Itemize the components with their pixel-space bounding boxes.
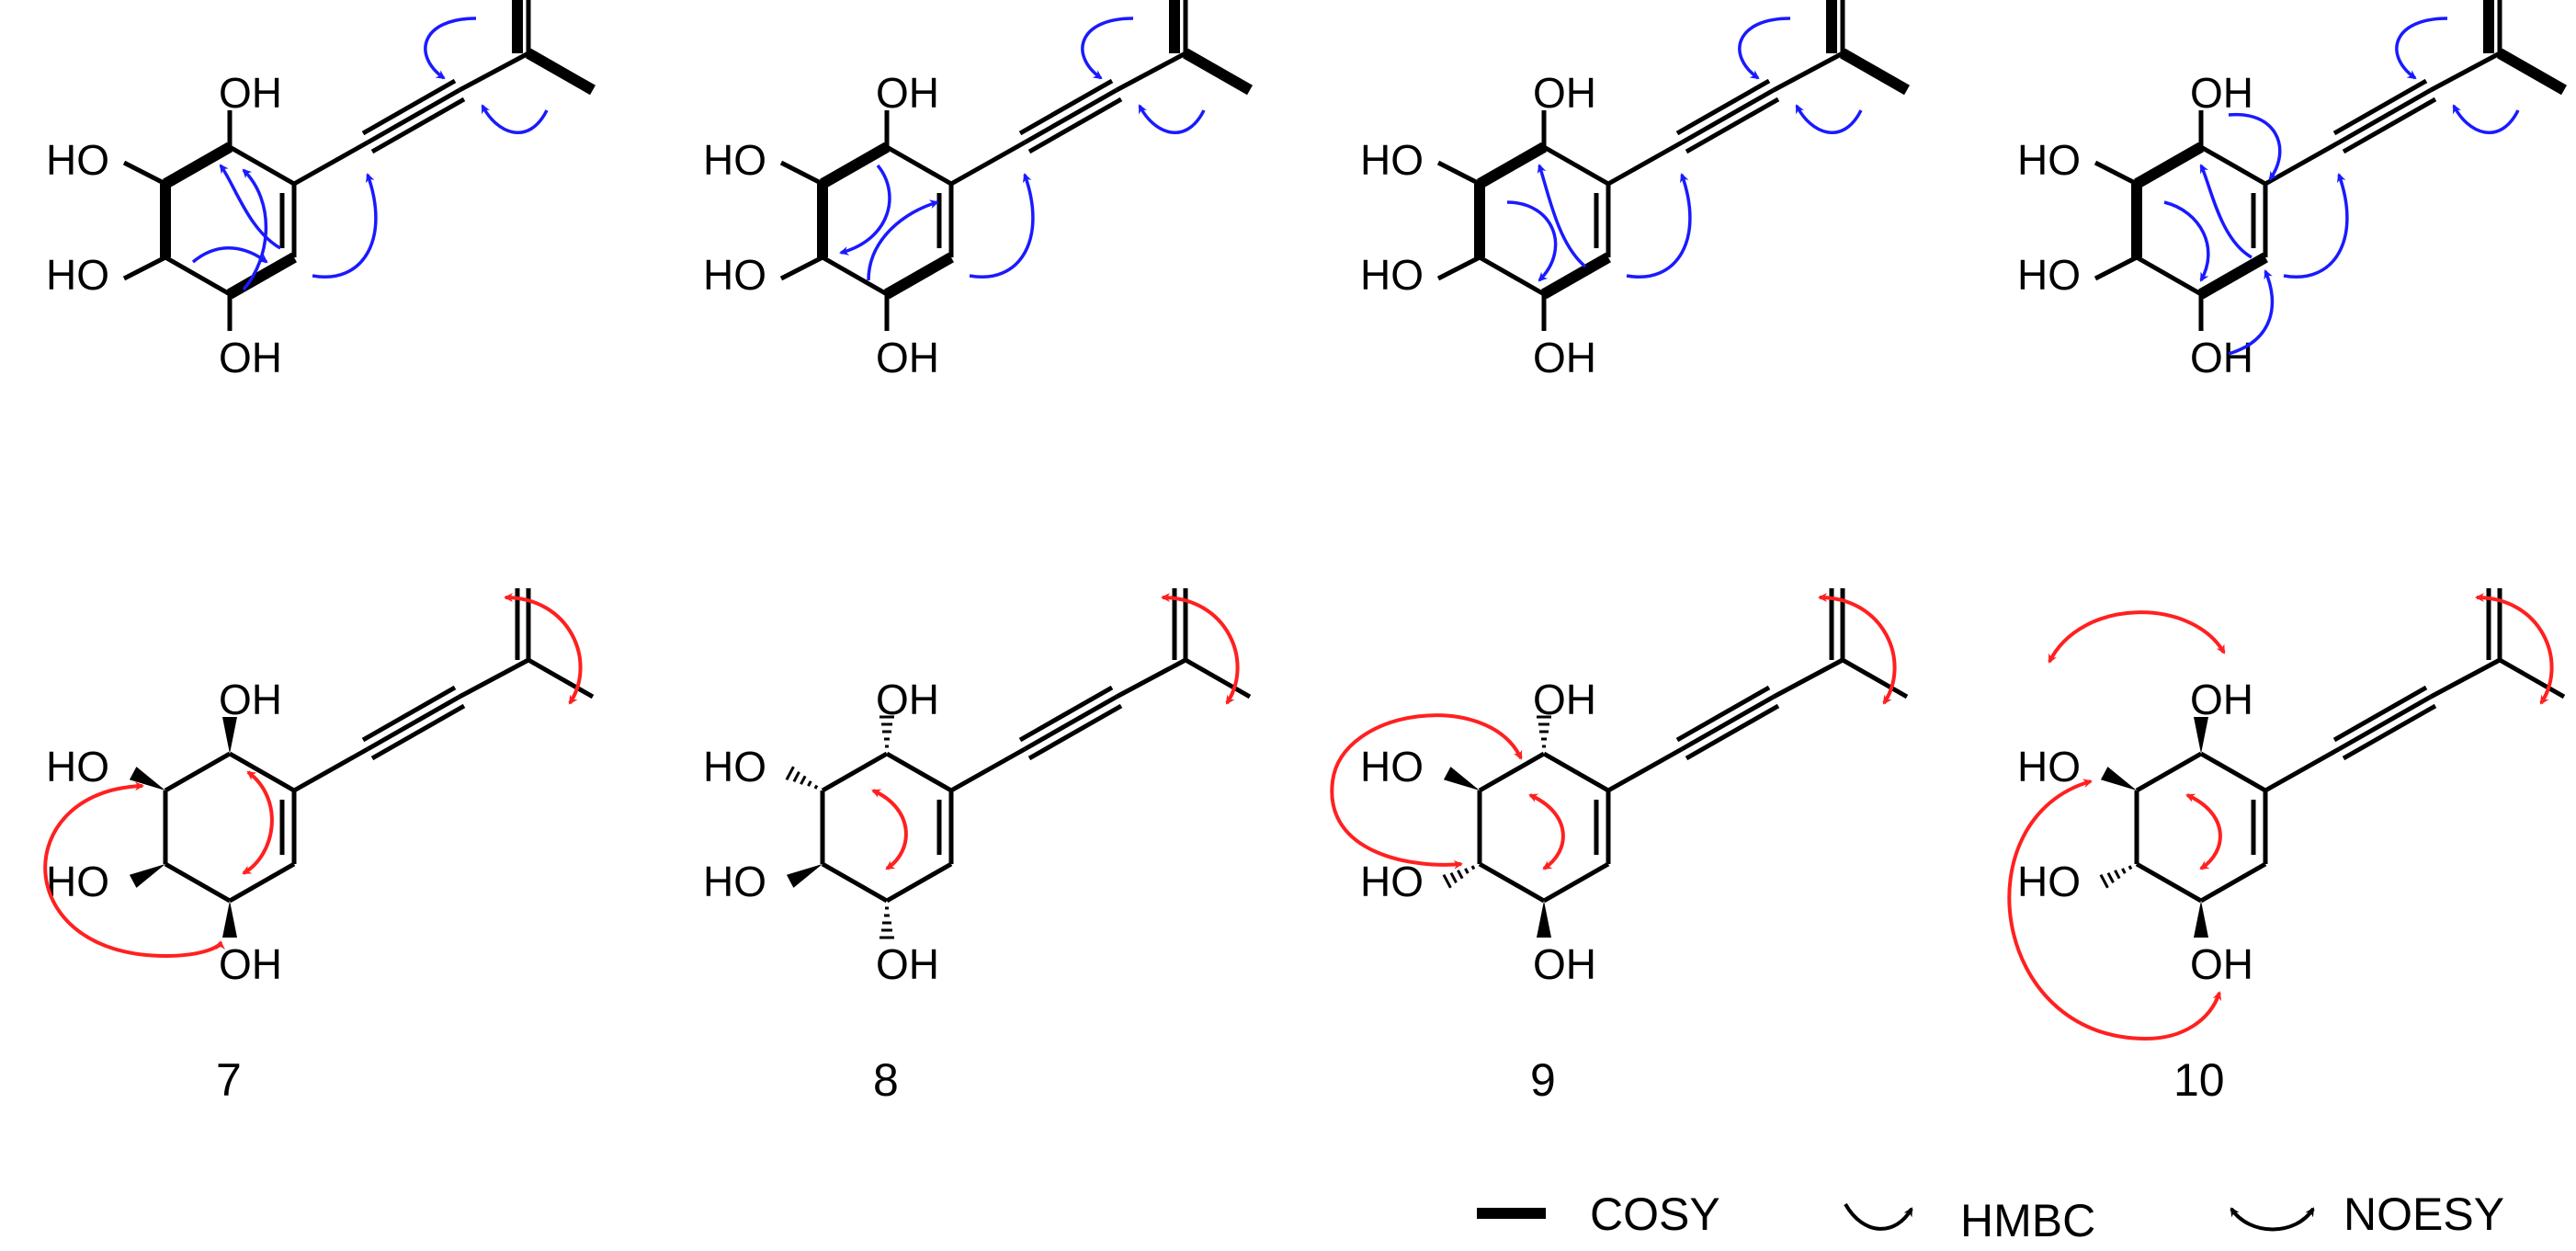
compound-9-noesy-structure: OH HO HO OH bbox=[1330, 588, 1907, 988]
oh-top: OH bbox=[219, 69, 282, 117]
top-row: OH HO HO OH OH HO HO OH bbox=[46, 0, 2564, 381]
oh-top: OH bbox=[1533, 69, 1596, 117]
compound-10-noesy-structure: OH HO HO OH bbox=[2007, 588, 2564, 1041]
oh-bottom: OH bbox=[219, 940, 282, 988]
ho-left-lower: HO bbox=[46, 251, 109, 299]
ho-left-upper: HO bbox=[2017, 136, 2081, 184]
compound-9-hmbc-structure: OH HO HO OH bbox=[1360, 0, 1907, 381]
noesy-legend-icon bbox=[2230, 1207, 2315, 1232]
hmbc-arrows bbox=[839, 17, 1206, 281]
oh-bottom: OH bbox=[219, 334, 282, 381]
hmbc-legend-label: HMBC bbox=[1960, 1195, 2095, 1246]
oh-top: OH bbox=[876, 676, 939, 723]
compound-number-9: 9 bbox=[1530, 1054, 1556, 1106]
compound-7-hmbc-structure: OH HO HO OH bbox=[46, 0, 593, 381]
bottom-row: OH HO HO OH OH HO HO OH bbox=[43, 588, 2564, 1041]
ho-left-upper: HO bbox=[703, 743, 766, 790]
noesy-arrows bbox=[43, 593, 583, 959]
ho-left-lower: HO bbox=[1360, 251, 1424, 299]
ho-left-lower: HO bbox=[46, 858, 109, 905]
hmbc-arrows bbox=[1506, 17, 1863, 282]
oh-bottom: OH bbox=[2190, 940, 2253, 988]
compound-10-hmbc-structure: OH HO HO OH bbox=[2017, 0, 2564, 381]
ho-left-upper: HO bbox=[1360, 743, 1424, 790]
ho-left-lower: HO bbox=[2017, 251, 2081, 299]
compound-8-noesy-structure: OH HO HO OH bbox=[703, 588, 1250, 988]
noesy-arrows bbox=[871, 593, 1240, 870]
compound-8-hmbc-structure: OH HO HO OH bbox=[703, 0, 1250, 381]
oh-top: OH bbox=[2190, 676, 2253, 723]
ho-left-lower: HO bbox=[703, 858, 766, 905]
oh-bottom: OH bbox=[1533, 940, 1596, 988]
ho-left-lower: HO bbox=[1360, 858, 1424, 905]
ho-left-upper: HO bbox=[2017, 743, 2081, 790]
oh-top: OH bbox=[2190, 69, 2253, 117]
hmbc-legend-icon bbox=[1844, 1202, 1913, 1231]
ho-left-upper: HO bbox=[703, 136, 766, 184]
oh-bottom: OH bbox=[1533, 334, 1596, 381]
legend: COSY HMBC NOESY bbox=[1477, 1188, 2504, 1246]
compound-7-noesy-structure: OH HO HO OH bbox=[43, 588, 593, 988]
hmbc-arrows bbox=[191, 17, 549, 291]
noesy-arrows bbox=[1330, 593, 1897, 870]
noesy-arrows bbox=[2007, 593, 2554, 1041]
oh-top: OH bbox=[219, 676, 282, 723]
compound-number-8: 8 bbox=[873, 1054, 899, 1106]
cosy-legend-label: COSY bbox=[1590, 1188, 1720, 1240]
noesy-legend-label: NOESY bbox=[2343, 1188, 2504, 1240]
oh-top: OH bbox=[1533, 676, 1596, 723]
compound-number-10: 10 bbox=[2173, 1054, 2225, 1106]
compound-number-7: 7 bbox=[216, 1054, 242, 1106]
oh-bottom: OH bbox=[2190, 334, 2253, 381]
ho-left-upper: HO bbox=[1360, 136, 1424, 184]
ho-left-upper: HO bbox=[46, 136, 109, 184]
oh-top: OH bbox=[876, 69, 939, 117]
hmbc-arrows bbox=[2163, 17, 2520, 356]
ho-left-lower: HO bbox=[2017, 858, 2081, 905]
ho-left-lower: HO bbox=[703, 251, 766, 299]
oh-bottom: OH bbox=[876, 334, 939, 381]
ho-left-upper: HO bbox=[46, 743, 109, 790]
oh-bottom: OH bbox=[876, 940, 939, 988]
